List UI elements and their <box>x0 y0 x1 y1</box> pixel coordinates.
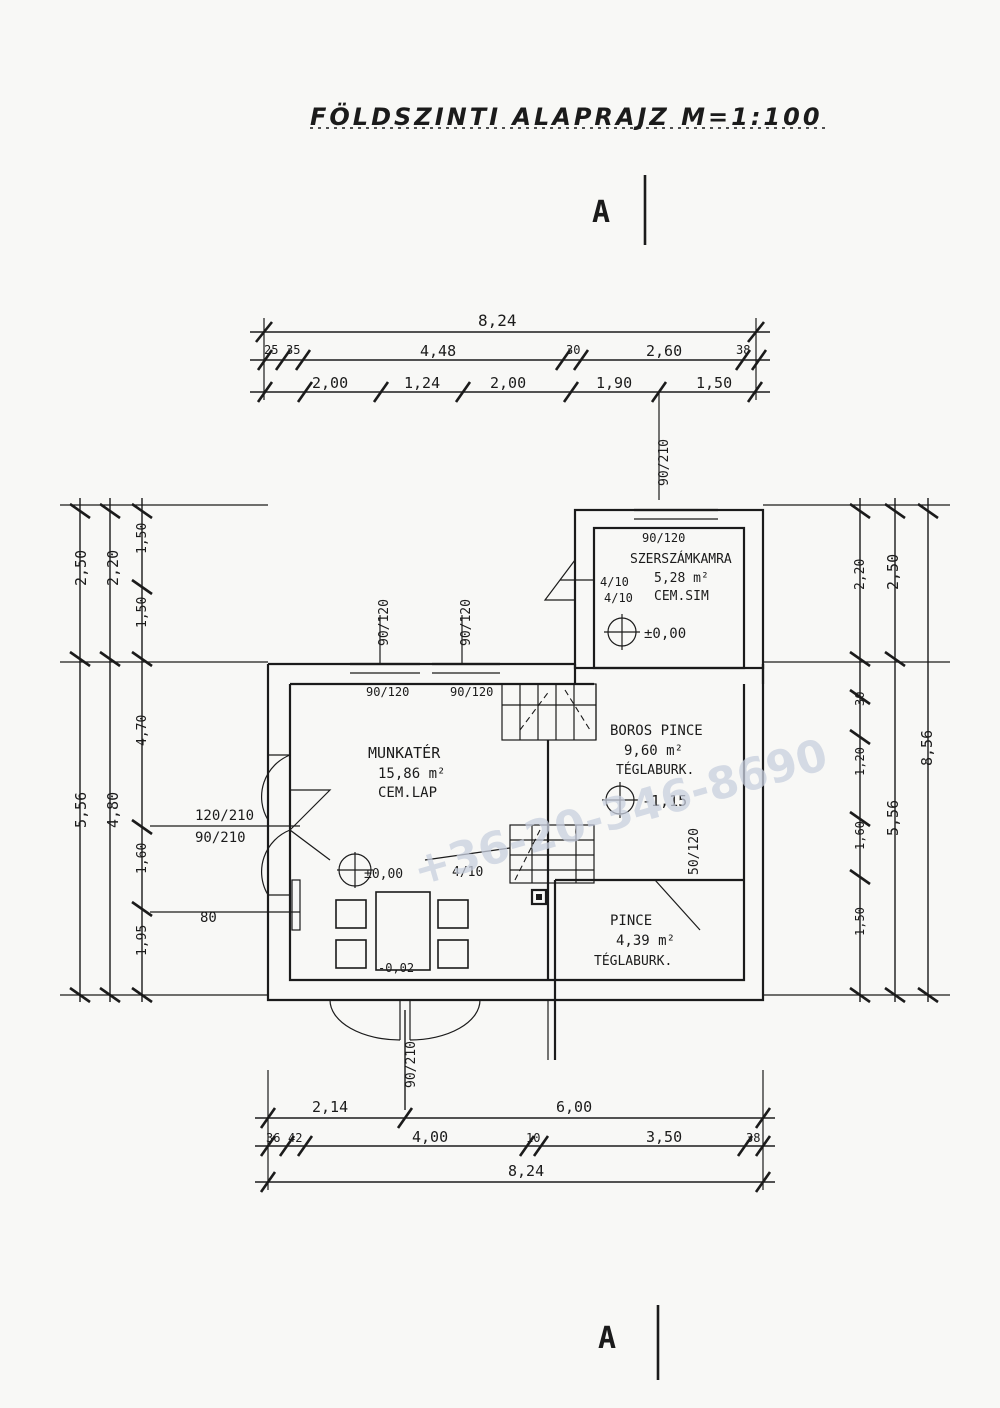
dim-left-inner-b: 1,50 <box>135 597 150 628</box>
dim-bottom-r2-a: 36 <box>266 1131 280 1145</box>
room-label-wine-cellar: BOROS PINCE 9,60 m² TÉGLABURK. <box>610 723 703 778</box>
section-mark-bottom: A <box>598 1305 660 1380</box>
room-wine-cellar-name: BOROS PINCE <box>610 723 703 739</box>
room-storage-area: 5,28 m² <box>654 571 709 586</box>
door-bottom-label: 90/210 <box>404 1041 419 1088</box>
dim-bottom-r2-b: 42 <box>288 1131 302 1145</box>
dim-bottom-r2-e: 3,50 <box>646 1128 682 1146</box>
dim-top-r1-b: 35 <box>286 343 300 357</box>
dim-left-outer-b: 5,56 <box>72 792 90 828</box>
section-mark-bottom-label: A <box>598 1321 616 1356</box>
window-top-left-size: 90/120 <box>366 685 409 699</box>
section-mark-top: A <box>592 175 647 245</box>
workshop-stair-note: 4/10 <box>452 865 483 880</box>
bottom-dimension-chains: 2,14 6,00 36 42 4,00 10 3,50 38 8,24 <box>255 1070 775 1193</box>
dim-bottom-r2-f: 38 <box>746 1131 760 1145</box>
room-cellar-name: PINCE <box>610 913 652 929</box>
dim-top-r1-f: 38 <box>736 343 750 357</box>
dim-top-r2-c: 2,00 <box>490 374 526 392</box>
level-marker-wine-cellar: -1,15 <box>602 782 687 818</box>
dim-top-r2-b: 1,24 <box>404 374 440 392</box>
dim-top-r1-c: 4,48 <box>420 342 456 360</box>
entrance-level: -0,02 <box>378 961 414 975</box>
opening-labels: 90/120 90/120 90/120 90/120 90/210 90/12… <box>150 439 702 1088</box>
level-wine-cellar: -1,15 <box>642 792 687 810</box>
dim-top-r2-a: 2,00 <box>312 374 348 392</box>
dim-right-inner-d: 1,60 <box>853 821 867 850</box>
dim-bottom-r1-a: 2,14 <box>312 1098 348 1116</box>
dim-top-total: 8,24 <box>478 311 517 330</box>
window-top-left-label: 90/120 <box>377 599 392 646</box>
building-walls <box>266 508 765 1060</box>
section-mark-top-label: A <box>592 195 610 230</box>
room-wine-cellar-area: 9,60 m² <box>624 743 683 759</box>
room-label-storage: SZERSZÁMKAMRA 5,28 m² CEM.SIM <box>630 551 732 604</box>
room-label-cellar: PINCE 4,39 m² TÉGLABURK. <box>594 913 675 969</box>
dim-right-inner-b: 30 <box>853 692 867 706</box>
dim-bottom-r2-d: 10 <box>526 1131 540 1145</box>
room-workshop-floor: CEM.LAP <box>378 785 437 801</box>
drawing-title: FÖLDSZINTI ALAPRAJZ M=1:100 <box>310 101 823 131</box>
dim-top-r2-e: 1,50 <box>696 374 732 392</box>
dim-right-mid-b: 5,56 <box>884 800 902 836</box>
top-dimension-chains: 8,24 25 35 4,48 30 2,60 38 2,00 1,24 2,0… <box>250 311 770 500</box>
stair-lower <box>509 824 595 884</box>
dim-right-outer: 8,56 <box>918 730 936 766</box>
right-dimension-chains: 2,20 30 1,20 1,60 1,50 2,50 5,56 8,56 <box>763 498 950 1004</box>
left-dimension-chains: 2,50 5,56 2,20 4,80 1,50 1,50 4,70 1,60 … <box>60 498 268 1004</box>
level-storage: ±0,00 <box>644 626 686 642</box>
dim-left-mid-a: 2,20 <box>104 550 122 586</box>
dim-left-inner-d: 1,60 <box>135 843 150 874</box>
window-cellar-label: 50/120 <box>687 828 702 875</box>
dim-top-r1-d: 30 <box>566 343 580 357</box>
sill-storage-2: 4/10 <box>604 591 633 605</box>
window-storage-label: 90/210 <box>657 439 672 486</box>
dim-top-r2-d: 1,90 <box>596 374 632 392</box>
door-west-height: 90/210 <box>195 830 246 846</box>
dim-bottom-r1-b: 6,00 <box>556 1098 592 1116</box>
dim-right-inner-c: 1,20 <box>853 747 867 776</box>
dim-top-r1-a: 25 <box>264 343 278 357</box>
dim-left-inner-c: 4,70 <box>135 715 150 746</box>
window-top-right-size: 90/120 <box>450 685 493 699</box>
room-cellar-area: 4,39 m² <box>616 933 675 949</box>
phone-watermark: +36-20-346-8690 <box>407 729 833 896</box>
dim-right-inner-e: 1,50 <box>853 907 867 936</box>
stair-upper <box>501 683 597 741</box>
dim-left-inner-a: 1,50 <box>135 523 150 554</box>
window-top-right-label: 90/120 <box>459 599 474 646</box>
room-storage-name: SZERSZÁMKAMRA <box>630 551 732 567</box>
room-workshop-area: 15,86 m² <box>378 766 445 782</box>
room-workshop-name: MUNKATÉR <box>368 743 441 762</box>
room-cellar-floor: TÉGLABURK. <box>594 953 672 969</box>
room-label-workshop: MUNKATÉR 15,86 m² CEM.LAP <box>368 743 445 801</box>
door-west <box>261 754 332 931</box>
dim-bottom-r2-c: 4,00 <box>412 1128 448 1146</box>
dim-left-outer-a: 2,50 <box>72 550 90 586</box>
door-workshop-circle <box>337 852 373 888</box>
room-storage-floor: CEM.SIM <box>654 589 709 604</box>
dim-top-r1-e: 2,60 <box>646 342 682 360</box>
door-west-width: 120/210 <box>195 808 254 824</box>
sill-storage: 4/10 <box>600 575 629 589</box>
dim-left-mid-b: 4,80 <box>104 792 122 828</box>
workbench-table <box>335 891 469 971</box>
window-storage-size: 90/120 <box>642 531 685 545</box>
stair-storage <box>543 559 594 601</box>
dim-bottom-total: 8,24 <box>508 1162 544 1180</box>
dim-left-inner-e: 1,95 <box>135 925 150 956</box>
workshop-level: ±0,00 <box>364 867 403 882</box>
dim-right-mid-a: 2,50 <box>884 554 902 590</box>
door-bottom <box>329 999 481 1110</box>
room-wine-cellar-floor: TÉGLABURK. <box>616 762 694 778</box>
level-marker-storage: ±0,00 <box>604 614 686 650</box>
dim-right-inner-a: 2,20 <box>853 559 868 590</box>
door-west-lower: 80 <box>200 910 217 926</box>
